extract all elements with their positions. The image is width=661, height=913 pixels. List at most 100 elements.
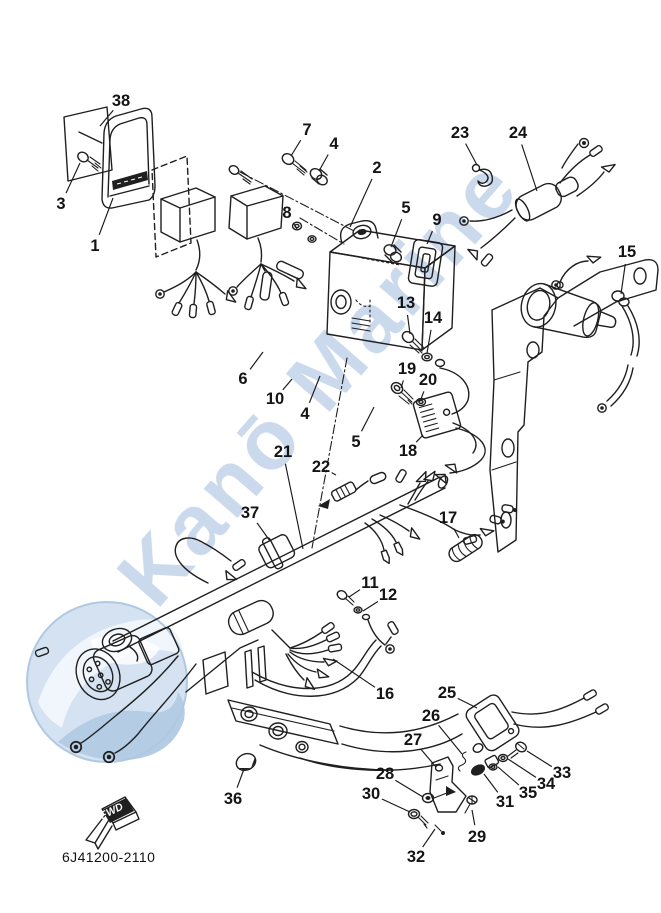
callout-leader-25 bbox=[457, 697, 478, 709]
callout-26: 26 bbox=[422, 707, 440, 725]
nut-part-35 bbox=[488, 763, 498, 771]
screw-part-upper bbox=[228, 165, 253, 185]
callout-3: 3 bbox=[56, 195, 65, 213]
callout-2: 2 bbox=[372, 159, 381, 177]
callout-5: 5 bbox=[401, 199, 410, 217]
rectifier-part-18 bbox=[412, 358, 486, 484]
callout-leader-29 bbox=[471, 809, 476, 826]
callout-leader-27 bbox=[420, 748, 437, 768]
starter-motor-part bbox=[520, 281, 617, 339]
lead-wire-part bbox=[367, 619, 400, 654]
grommet-plate-part bbox=[63, 106, 113, 182]
screw-part-30 bbox=[407, 808, 429, 829]
callout-leader-3 bbox=[65, 162, 81, 194]
hook-clip-part-23 bbox=[471, 163, 494, 187]
callout-37: 37 bbox=[241, 504, 259, 522]
wire-harness-part-16 bbox=[251, 639, 382, 697]
fwd-arrow: FWD bbox=[85, 796, 140, 850]
callout-7: 7 bbox=[302, 121, 311, 139]
wire-harness-part-21 bbox=[112, 467, 519, 653]
callout-4: 4 bbox=[329, 135, 339, 153]
callout-18: 18 bbox=[399, 442, 417, 460]
main-connector-part bbox=[34, 626, 180, 701]
watermark-logo bbox=[26, 601, 188, 763]
callout-13: 13 bbox=[397, 294, 415, 312]
spring-part-17 bbox=[448, 533, 483, 563]
mount-panel-dashed bbox=[151, 155, 192, 258]
callout-1: 1 bbox=[90, 237, 99, 255]
callout-20: 20 bbox=[419, 371, 437, 389]
callout-leader-22 bbox=[331, 472, 337, 476]
callout-leader-5 bbox=[390, 218, 403, 248]
callout-leader-30 bbox=[381, 798, 411, 813]
callout-leader-38 bbox=[99, 109, 114, 127]
callout-5: 5 bbox=[351, 433, 360, 451]
callout-leader-23 bbox=[465, 143, 478, 166]
cdi-unit-left bbox=[155, 187, 240, 319]
callout-leader-18 bbox=[415, 434, 424, 443]
callout-leader-24 bbox=[521, 144, 538, 192]
callout-28: 28 bbox=[376, 765, 394, 783]
washers-part-12 bbox=[353, 606, 371, 621]
crankcase-part bbox=[185, 639, 463, 771]
callout-leader-5 bbox=[360, 406, 375, 432]
screw-part-29 bbox=[464, 795, 478, 814]
callout-leader-16 bbox=[332, 658, 376, 688]
washer-part-14 bbox=[421, 352, 433, 362]
harness-sleeve-part bbox=[227, 599, 343, 693]
grommet-cap-part-36 bbox=[235, 752, 257, 772]
callout-leader-37 bbox=[256, 522, 271, 542]
callout-35: 35 bbox=[519, 784, 537, 802]
callout-22: 22 bbox=[312, 458, 330, 476]
callout-24: 24 bbox=[509, 124, 528, 142]
callout-leader-20 bbox=[420, 391, 425, 400]
screw-part-33 bbox=[507, 741, 527, 759]
screw-part-11 bbox=[336, 590, 355, 606]
relay-bracket-part-27 bbox=[429, 756, 467, 813]
fuse-part-22 bbox=[318, 471, 387, 509]
callout-31: 31 bbox=[496, 793, 514, 811]
screw-part-3 bbox=[77, 151, 102, 172]
callout-leader-26 bbox=[438, 724, 463, 755]
battery-lead-wires bbox=[69, 655, 197, 764]
callout-leader-17 bbox=[453, 528, 460, 539]
starter-relay-part-25 bbox=[465, 688, 610, 753]
callout-33: 33 bbox=[553, 764, 571, 782]
callout-leader-11 bbox=[348, 589, 361, 598]
callout-leader-1 bbox=[98, 197, 114, 236]
callout-14: 14 bbox=[424, 309, 443, 327]
callout-leader-8 bbox=[292, 222, 298, 230]
callout-leader-35 bbox=[497, 766, 520, 786]
callout-9: 9 bbox=[432, 211, 441, 229]
pin-part-32 bbox=[434, 824, 445, 835]
callout-leader-34 bbox=[507, 758, 537, 778]
ignition-coil-part-24 bbox=[459, 137, 618, 268]
callout-29: 29 bbox=[468, 828, 486, 846]
callout-36: 36 bbox=[224, 790, 242, 808]
callout-38: 38 bbox=[112, 92, 130, 110]
callout-12: 12 bbox=[379, 586, 397, 604]
callout-leader-33 bbox=[526, 750, 553, 768]
callout-leader-19 bbox=[400, 380, 404, 389]
callout-leader-28 bbox=[395, 779, 424, 798]
washer-part-34 bbox=[497, 753, 509, 763]
screw-part-7 bbox=[281, 152, 308, 176]
callout-19: 19 bbox=[398, 360, 416, 378]
callout-leader-21 bbox=[284, 463, 304, 550]
battery-cable-part-15 bbox=[551, 252, 640, 413]
callout-15: 15 bbox=[618, 243, 636, 261]
callout-leader-4 bbox=[318, 154, 329, 172]
bolt-part-19 bbox=[390, 381, 414, 405]
callout-10: 10 bbox=[266, 390, 284, 408]
damper-part-9 bbox=[407, 238, 444, 287]
callout-leader-7 bbox=[290, 139, 302, 157]
drawing-number: 6J41200-2110 bbox=[62, 849, 155, 865]
callout-leader-31 bbox=[483, 773, 499, 793]
callout-leader-14 bbox=[426, 329, 432, 354]
callout-leader-4 bbox=[308, 375, 321, 404]
harness-clamp-part-37 bbox=[258, 534, 296, 570]
callout-leader-9 bbox=[426, 230, 433, 245]
starter-bracket-part bbox=[489, 259, 659, 553]
